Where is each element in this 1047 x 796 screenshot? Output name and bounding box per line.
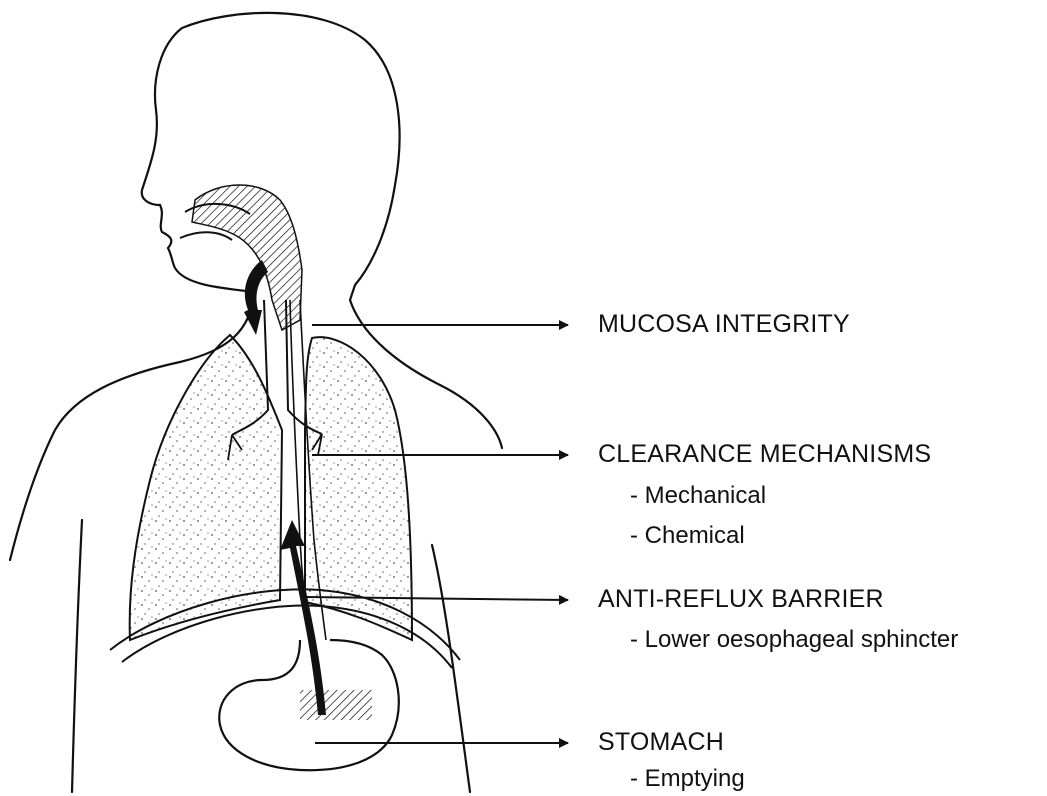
label-stomach-emptying: - Emptying bbox=[630, 765, 745, 793]
label-clearance-chemical: - Chemical bbox=[630, 522, 745, 550]
label-lower-oesophageal-sphincter: - Lower oesophageal sphincter bbox=[630, 626, 958, 654]
label-mucosa-integrity: MUCOSA INTEGRITY bbox=[598, 310, 850, 339]
label-clearance-mechanical: - Mechanical bbox=[630, 482, 766, 510]
label-clearance-mechanisms: CLEARANCE MECHANISMS bbox=[598, 440, 931, 469]
left-lung bbox=[130, 335, 282, 640]
label-anti-reflux-barrier: ANTI-REFLUX BARRIER bbox=[598, 585, 884, 614]
label-stomach: STOMACH bbox=[598, 728, 724, 757]
right-lung bbox=[305, 337, 412, 640]
